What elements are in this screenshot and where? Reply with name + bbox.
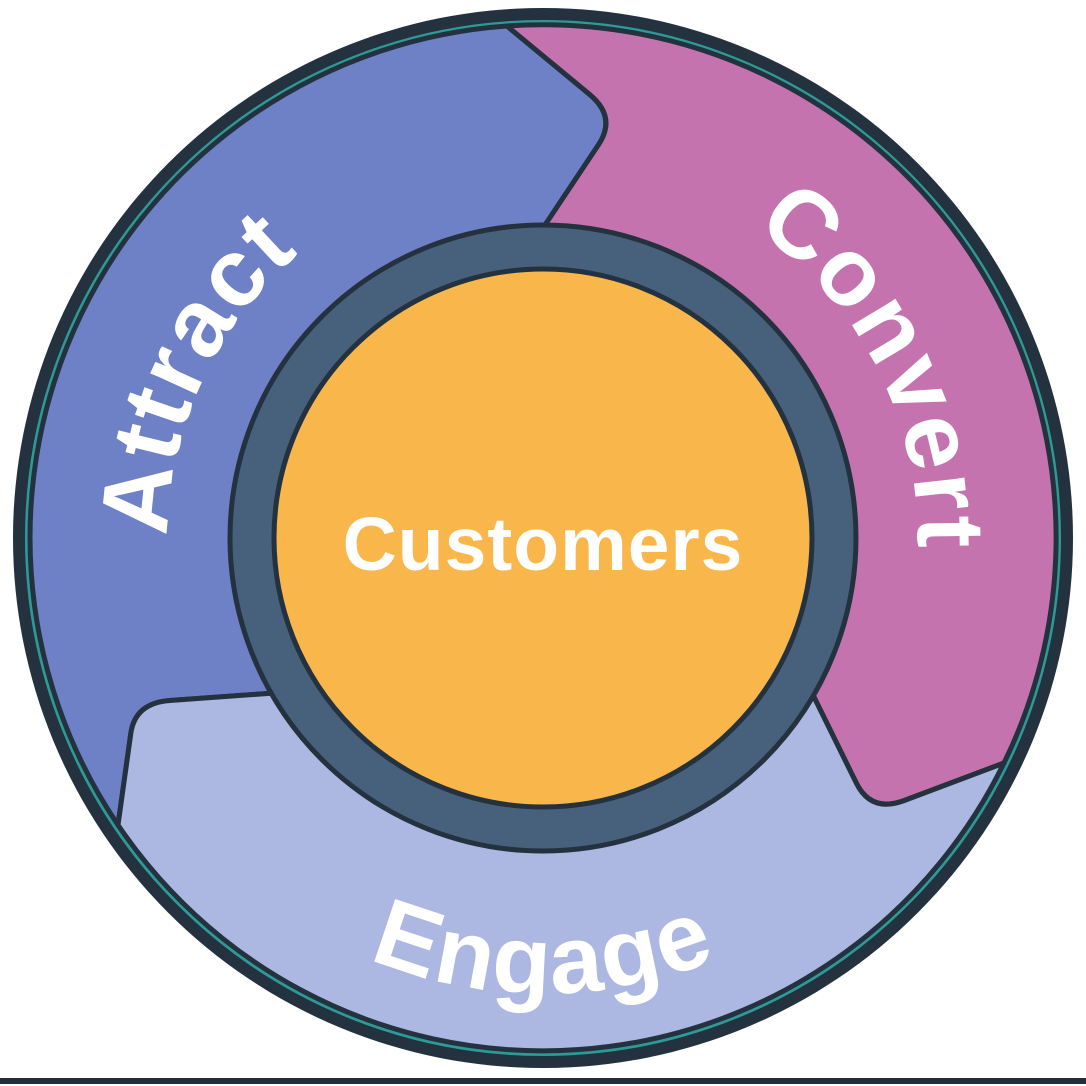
center-circle: [271, 266, 815, 810]
bottom-edge-bar: [0, 1078, 1086, 1084]
label-customers: Customers: [343, 502, 744, 586]
